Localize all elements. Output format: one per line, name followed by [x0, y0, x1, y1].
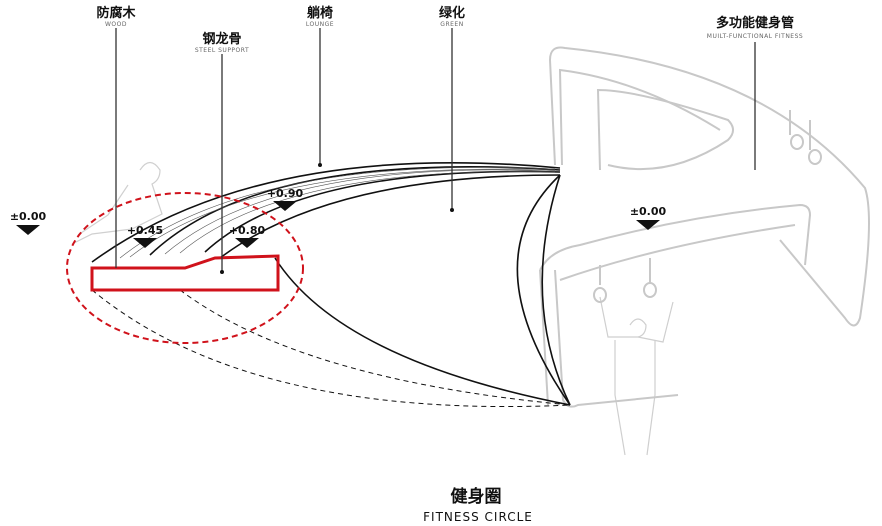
label-fitness-zh: 多功能健身管: [716, 15, 794, 31]
wood-deck-section: [90, 254, 280, 292]
elevation-marker: ±0.00: [10, 210, 47, 235]
elevation-marker: +0.80: [229, 224, 266, 248]
label-wood-zh: 防腐木: [96, 5, 136, 21]
label-wood-en: WOOD: [105, 21, 127, 28]
elevation-triangle-icon: [273, 201, 297, 211]
elevation-triangle-icon: [235, 238, 259, 248]
svg-text:+0.45: +0.45: [127, 224, 163, 237]
svg-text:+0.90: +0.90: [267, 187, 304, 200]
label-lounge-zh: 躺椅: [307, 5, 333, 21]
svg-text:±0.00: ±0.00: [10, 210, 47, 223]
thin-arcs: [119, 167, 556, 259]
label-steel-en: STEEL SUPPORT: [195, 47, 249, 54]
seated-person-figure: [71, 161, 163, 245]
fitness-tube-frame: [539, 46, 870, 408]
label-green-en: GREEN: [440, 21, 463, 28]
highlight-circle: [66, 192, 304, 344]
label-fitness-en: MUILT-FUNCTIONAL FITNESS: [707, 33, 803, 40]
elevation-marker: +0.45: [127, 224, 163, 248]
label-lounge-en: LOUNGE: [306, 21, 334, 28]
elevation-triangle-icon: [16, 225, 40, 235]
svg-text:+0.80: +0.80: [229, 224, 266, 237]
diagram-title-en: FITNESS CIRCLE: [423, 510, 533, 524]
dashed-arcs: [91, 289, 571, 408]
lounge-arcs: [91, 161, 571, 406]
label-green-zh: 绿化: [439, 5, 465, 21]
label-steel-zh: 钢龙骨: [202, 31, 241, 47]
elevation-triangle-icon: [133, 238, 157, 248]
elevation-triangle-icon: [636, 220, 660, 230]
standing-person-figure: [599, 296, 674, 456]
elevation-marker: +0.90: [267, 187, 304, 211]
diagram-title-zh: 健身圈: [451, 486, 502, 507]
svg-text:±0.00: ±0.00: [630, 205, 667, 218]
elevation-marker: ±0.00: [630, 205, 667, 230]
leader-lines: [115, 28, 756, 272]
